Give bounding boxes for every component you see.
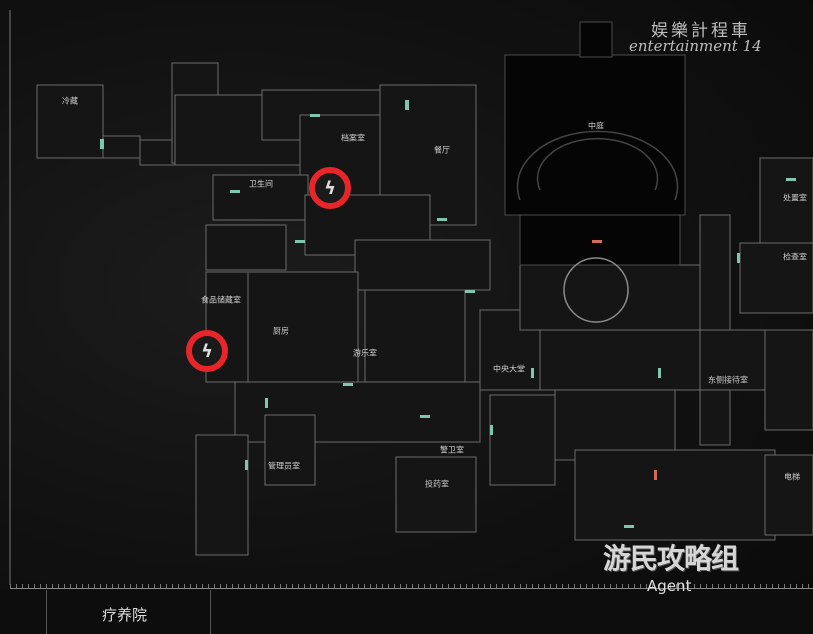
room-label-central-lobby[interactable]: 中央大堂 (493, 364, 525, 374)
room-label-atrium[interactable]: 中庭 (588, 121, 604, 131)
room-label-elevator[interactable]: 电梯 (784, 472, 800, 482)
locked-door (592, 240, 602, 243)
watermark-logo: 游民攻略组 (603, 542, 739, 575)
atrium-void (504, 21, 686, 266)
scale-ruler (10, 584, 813, 589)
game-logo-title: 娱樂計程車 (651, 21, 751, 41)
watermark-subtitle: Agent (647, 577, 692, 595)
rotunda (563, 257, 629, 323)
room-label-admin[interactable]: 管理员室 (268, 461, 300, 471)
room-label-archive[interactable]: 档案室 (341, 133, 365, 143)
lightning-icon: ϟ (201, 340, 213, 362)
room-label-food-storage[interactable]: 食品储藏室 (201, 295, 241, 305)
room-label-dining[interactable]: 餐厅 (434, 145, 450, 155)
area-name: 疗养院 (102, 606, 148, 624)
room-label-east-reception[interactable]: 东侧接待室 (708, 375, 748, 385)
locked-door (654, 470, 657, 480)
room-label-restroom[interactable]: 卫生间 (249, 179, 273, 189)
room-label-dispensary[interactable]: 投药室 (425, 479, 449, 489)
room-label-kitchen[interactable]: 厨房 (273, 326, 289, 336)
doors (100, 100, 796, 528)
room-label-guard[interactable]: 警卫室 (440, 445, 464, 455)
atrium-arcs (516, 130, 679, 201)
bottom-bar (0, 590, 813, 634)
lightning-icon: ϟ (324, 177, 336, 199)
lightning-marker[interactable]: ϟ (309, 167, 351, 209)
room-label-disposal[interactable]: 处置室 (783, 193, 807, 203)
game-logo-subtitle: entertainment 14 (629, 37, 762, 55)
lightning-marker[interactable]: ϟ (186, 330, 228, 372)
divider (210, 590, 211, 634)
room-label-recreation[interactable]: 游乐室 (353, 348, 377, 358)
divider (46, 590, 47, 634)
room-outlines (36, 62, 813, 556)
room-label-cold-storage[interactable]: 冷藏 (62, 96, 78, 106)
room-label-examination[interactable]: 检查室 (783, 252, 807, 262)
